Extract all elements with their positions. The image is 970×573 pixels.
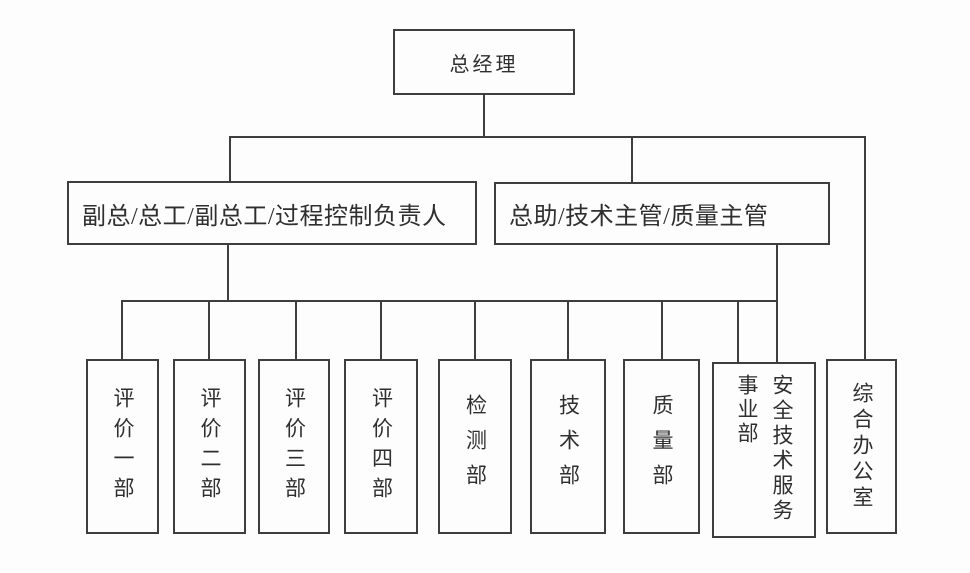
dept-box-evaluation-4-label: 评价四部 (369, 386, 394, 507)
connector-drop-dept-8 (737, 300, 739, 364)
connector-gm-down (483, 95, 485, 138)
dept-box-safety-tech-service-label: 安全技术服务 事业部 (735, 364, 794, 524)
dept-box-technology-label: 技术部 (556, 394, 581, 499)
connector-drop-dept-9 (864, 136, 866, 362)
dept-box-inspection: 检测部 (438, 359, 512, 534)
dept-box-safety-tech-service: 安全技术服务 事业部 (712, 362, 816, 538)
org-box-deputy-chief-label: 副总/总工/副总工/过程控制负责人 (82, 203, 447, 230)
connector-drop-dept-6 (567, 300, 569, 360)
connector-top-bus (229, 136, 866, 138)
org-box-general-manager: 总经理 (393, 29, 575, 95)
dept-box-technology: 技术部 (530, 359, 606, 534)
connector-drop-dept-4 (380, 300, 382, 360)
org-box-deputy-chief: 副总/总工/副总工/过程控制负责人 (67, 181, 477, 245)
connector-l2-left-down (227, 243, 229, 302)
dept-box-evaluation-3: 评价三部 (258, 359, 330, 534)
connector-l2-right-down (776, 243, 778, 364)
connector-drop-dept-7 (661, 300, 663, 360)
org-box-assistant-supervisors-label: 总助/技术主管/质量主管 (509, 204, 769, 230)
connector-drop-l2-left (229, 136, 231, 183)
org-box-assistant-supervisors: 总助/技术主管/质量主管 (494, 182, 830, 245)
connector-lower-bus (121, 300, 778, 302)
dept-box-general-office-label: 综合办公室 (850, 381, 874, 512)
connector-drop-l2-right (631, 136, 633, 184)
dept-box-evaluation-1: 评价一部 (86, 359, 159, 534)
dept-box-evaluation-1-label: 评价一部 (111, 386, 135, 507)
dept-box-evaluation-3-label: 评价三部 (282, 386, 307, 507)
dept-box-evaluation-2-label: 评价二部 (198, 386, 222, 507)
dept-box-general-office: 综合办公室 (826, 359, 897, 534)
dept-box-evaluation-4: 评价四部 (344, 359, 418, 534)
dept-box-inspection-label: 检测部 (463, 394, 488, 499)
connector-drop-dept-5 (474, 300, 476, 360)
connector-drop-dept-1 (121, 300, 123, 360)
dept-box-evaluation-2: 评价二部 (173, 359, 246, 534)
dept-box-quality-label: 质量部 (650, 394, 674, 499)
safety-tech-service-line-1: 安全技术服务 (770, 374, 794, 524)
safety-tech-service-line-2: 事业部 (735, 374, 759, 446)
connector-drop-dept-2 (208, 300, 210, 360)
connector-drop-dept-3 (295, 300, 297, 360)
org-box-general-manager-label: 总经理 (449, 53, 519, 76)
dept-box-quality: 质量部 (623, 359, 700, 534)
